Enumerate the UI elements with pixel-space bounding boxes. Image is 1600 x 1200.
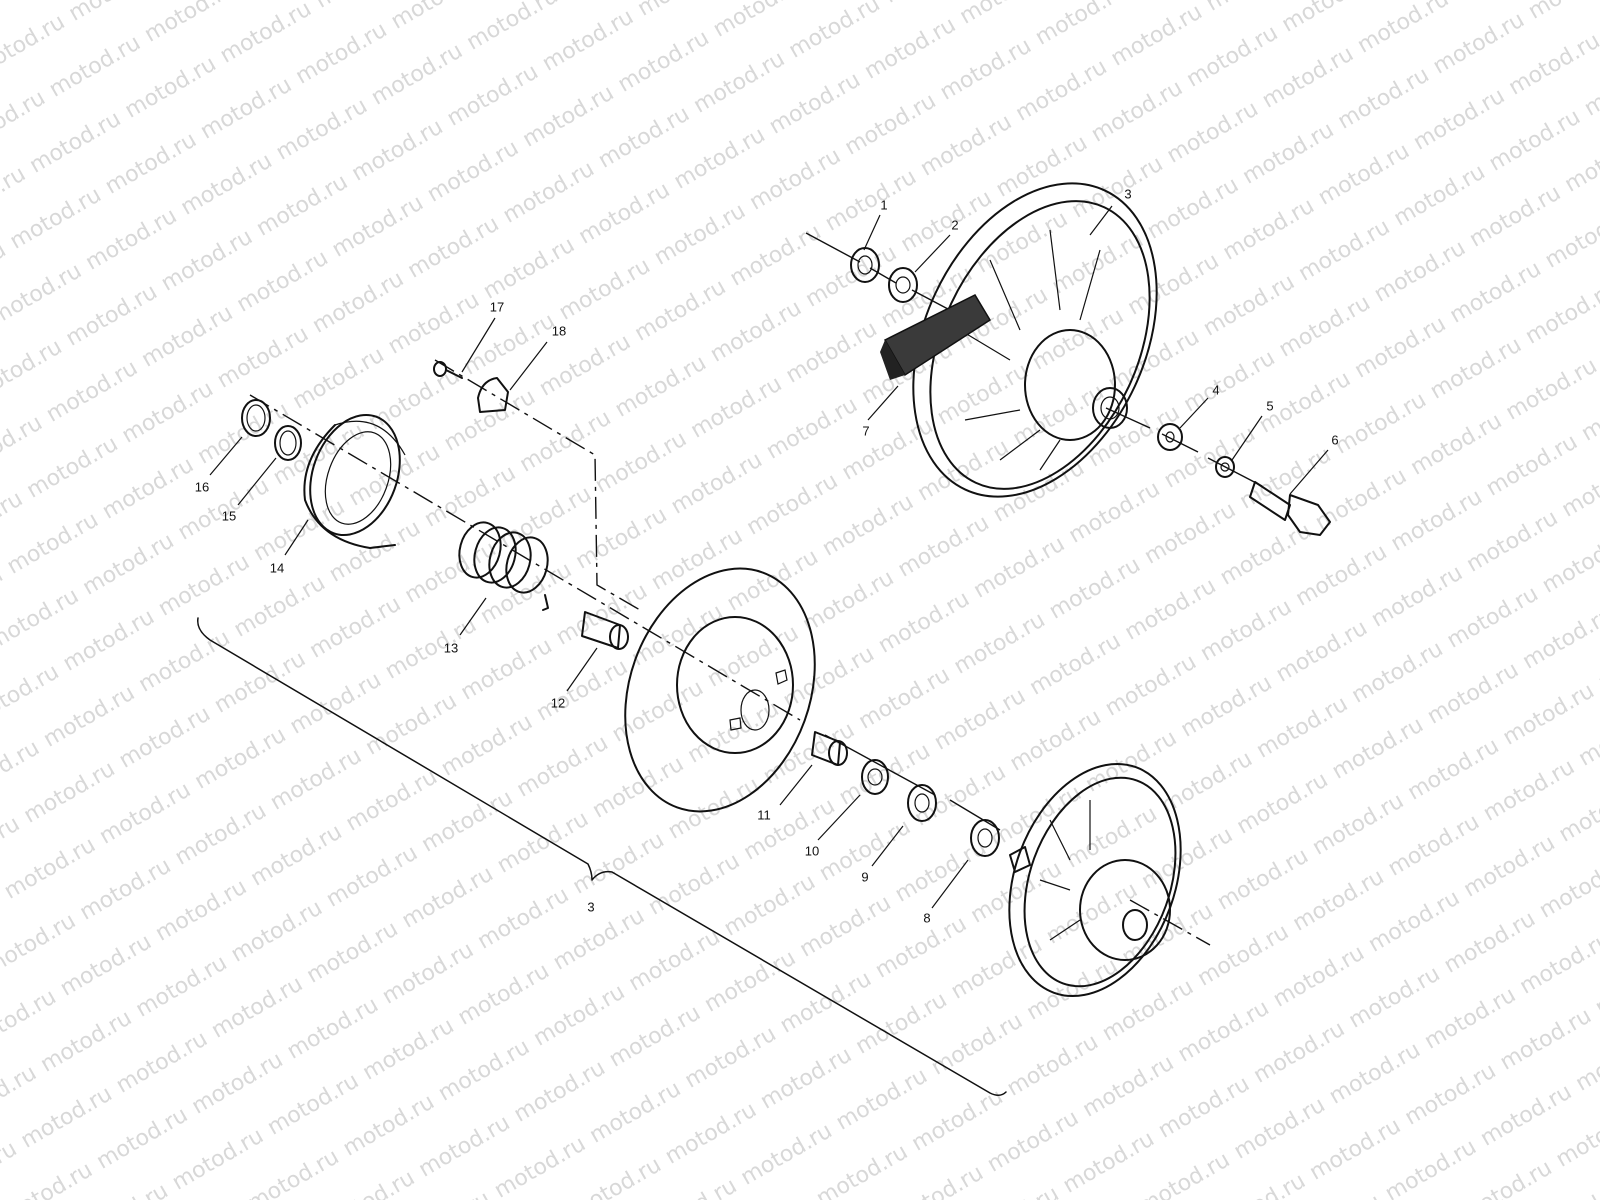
part-1-seal bbox=[850, 247, 880, 283]
callout-18: 18 bbox=[551, 323, 567, 339]
part-17-screw bbox=[433, 361, 463, 379]
callout-3: 3 bbox=[1124, 186, 1132, 202]
bracket-label: 3 bbox=[587, 899, 595, 915]
part-18-button bbox=[477, 377, 509, 413]
callout-7: 7 bbox=[862, 423, 870, 439]
callout-5: 5 bbox=[1266, 398, 1274, 414]
part-14-cam bbox=[303, 413, 406, 549]
part-2-washer bbox=[888, 267, 918, 303]
callout-13: 13 bbox=[443, 640, 459, 656]
callout-1: 1 bbox=[880, 197, 888, 213]
part-16-snap-ring bbox=[241, 399, 271, 437]
part-4-washer bbox=[1157, 423, 1183, 451]
assembly-bracket bbox=[197, 617, 1007, 1096]
leader-lines bbox=[209, 205, 1329, 909]
callout-2: 2 bbox=[951, 217, 959, 233]
part-12-bushing bbox=[581, 611, 629, 650]
part-15-washer bbox=[274, 425, 302, 461]
callout-10: 10 bbox=[804, 843, 820, 859]
callout-11: 11 bbox=[757, 807, 771, 823]
part-13-spring bbox=[458, 521, 549, 611]
lower-sheave bbox=[1008, 762, 1182, 998]
callout-6: 6 bbox=[1331, 432, 1339, 448]
callout-4: 4 bbox=[1212, 382, 1220, 398]
part-11-bushing bbox=[811, 731, 848, 766]
part-3-fixed-sheave bbox=[912, 182, 1158, 498]
callout-12: 12 bbox=[550, 695, 566, 711]
callout-15: 15 bbox=[221, 508, 237, 524]
callout-9: 9 bbox=[861, 869, 869, 885]
assembly-axes bbox=[249, 232, 1263, 946]
callout-16: 16 bbox=[194, 479, 210, 495]
part-8-washer bbox=[970, 819, 1000, 857]
part-9-washer bbox=[907, 784, 937, 822]
part-7-belt bbox=[880, 294, 992, 380]
part-5-lock-washer bbox=[1215, 456, 1235, 478]
movable-sheave bbox=[624, 567, 816, 813]
callout-17: 17 bbox=[489, 299, 505, 315]
part-10-washer bbox=[861, 759, 889, 795]
callout-8: 8 bbox=[923, 910, 931, 926]
callout-14: 14 bbox=[269, 560, 285, 576]
part-6-bolt bbox=[1249, 481, 1331, 536]
